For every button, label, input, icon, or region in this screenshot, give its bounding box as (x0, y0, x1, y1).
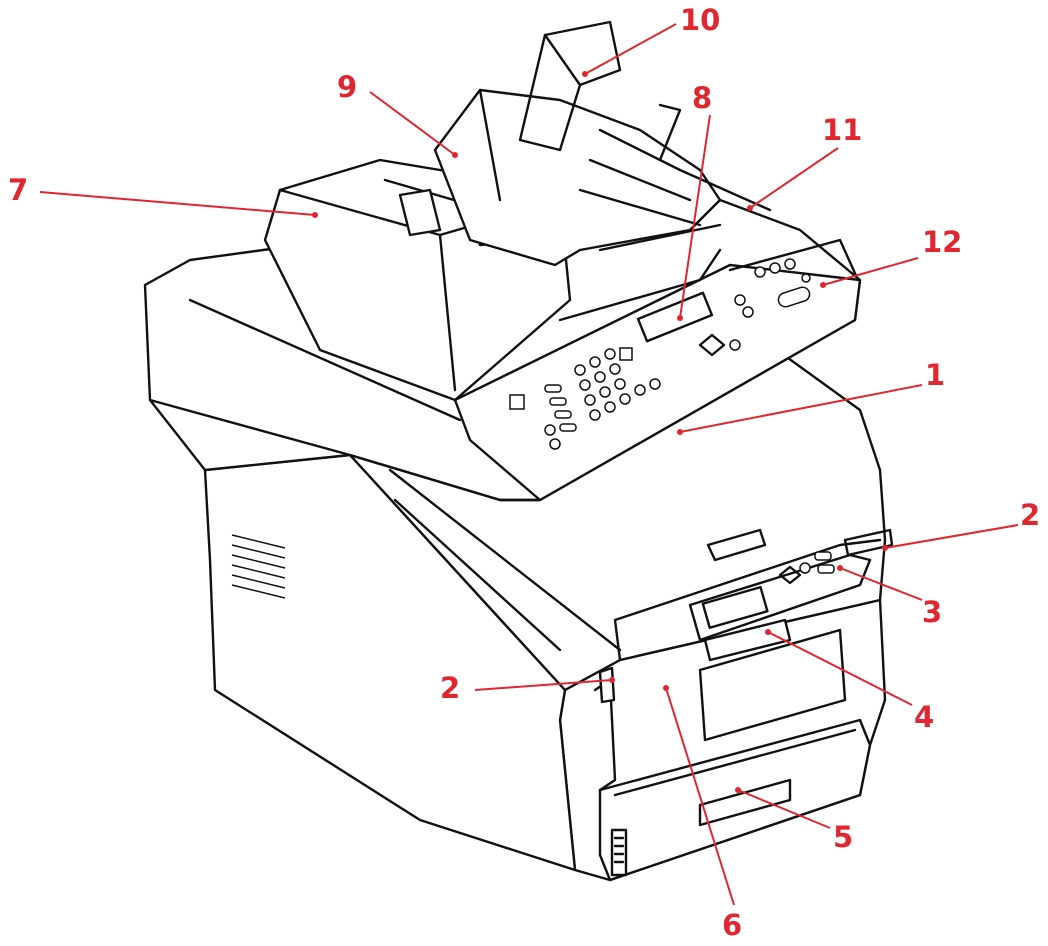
callout-leader-line (39, 191, 316, 216)
callout-number: 2 (1020, 498, 1040, 532)
callout-dot (882, 545, 888, 551)
callout-dot (677, 315, 683, 321)
callout-dot (765, 629, 771, 635)
callout-number: 2 (440, 671, 460, 705)
callout-leader-line (679, 384, 923, 433)
side-vents (231, 534, 286, 599)
paper-tray (598, 718, 872, 882)
callout-leader-line (665, 687, 735, 906)
callout-leader-line (839, 567, 923, 601)
callout-number: 1 (925, 358, 945, 392)
callout-number: 4 (914, 700, 934, 734)
callout-dot (735, 787, 741, 793)
callout-leader-line (737, 789, 831, 829)
callout-6: 6 (663, 685, 742, 942)
callout-number: 5 (833, 820, 853, 854)
callout-leader-line (369, 91, 456, 156)
callout-dot (677, 429, 683, 435)
callout-leader-line (584, 23, 677, 75)
callout-9: 9 (337, 70, 458, 158)
callout-dot (837, 565, 843, 571)
callout-dot (312, 212, 318, 218)
adf-extension (543, 20, 622, 87)
adf-tray (433, 88, 722, 267)
callout-leader-line (749, 147, 839, 209)
callout-dot (820, 282, 826, 288)
callout-number: 6 (722, 908, 742, 942)
callout-7: 7 (8, 173, 318, 218)
callout-4: 4 (765, 629, 934, 734)
callout-1: 1 (677, 358, 945, 435)
callout-2b: 2 (440, 671, 615, 705)
callout-10: 10 (582, 3, 720, 77)
callout-dot (747, 205, 753, 211)
callout-leader-line (822, 257, 919, 286)
callout-number: 11 (822, 113, 862, 147)
callout-number: 8 (692, 81, 712, 115)
callout-dot (582, 71, 588, 77)
callout-number: 9 (337, 70, 357, 104)
callout-5: 5 (735, 787, 853, 854)
callout-number: 7 (8, 173, 28, 207)
callout-leader-line (474, 679, 613, 691)
callout-11: 11 (747, 113, 862, 211)
callout-leader-line (884, 524, 1019, 549)
callout-8: 8 (677, 81, 712, 321)
callout-number: 10 (680, 3, 720, 37)
callout-number: 12 (922, 225, 962, 259)
scanner-lcd (636, 291, 714, 343)
callout-leader-line (679, 114, 711, 319)
callout-3: 3 (837, 565, 942, 629)
callout-dot (452, 152, 458, 158)
printer-illustration (143, 20, 894, 882)
keypad (509, 294, 754, 450)
callout-leader-line (767, 631, 913, 706)
callout-number: 3 (922, 595, 942, 629)
callout-2a: 2 (882, 498, 1040, 551)
callout-dot (609, 677, 615, 683)
callout-dot (663, 685, 669, 691)
callout-12: 12 (820, 225, 962, 288)
